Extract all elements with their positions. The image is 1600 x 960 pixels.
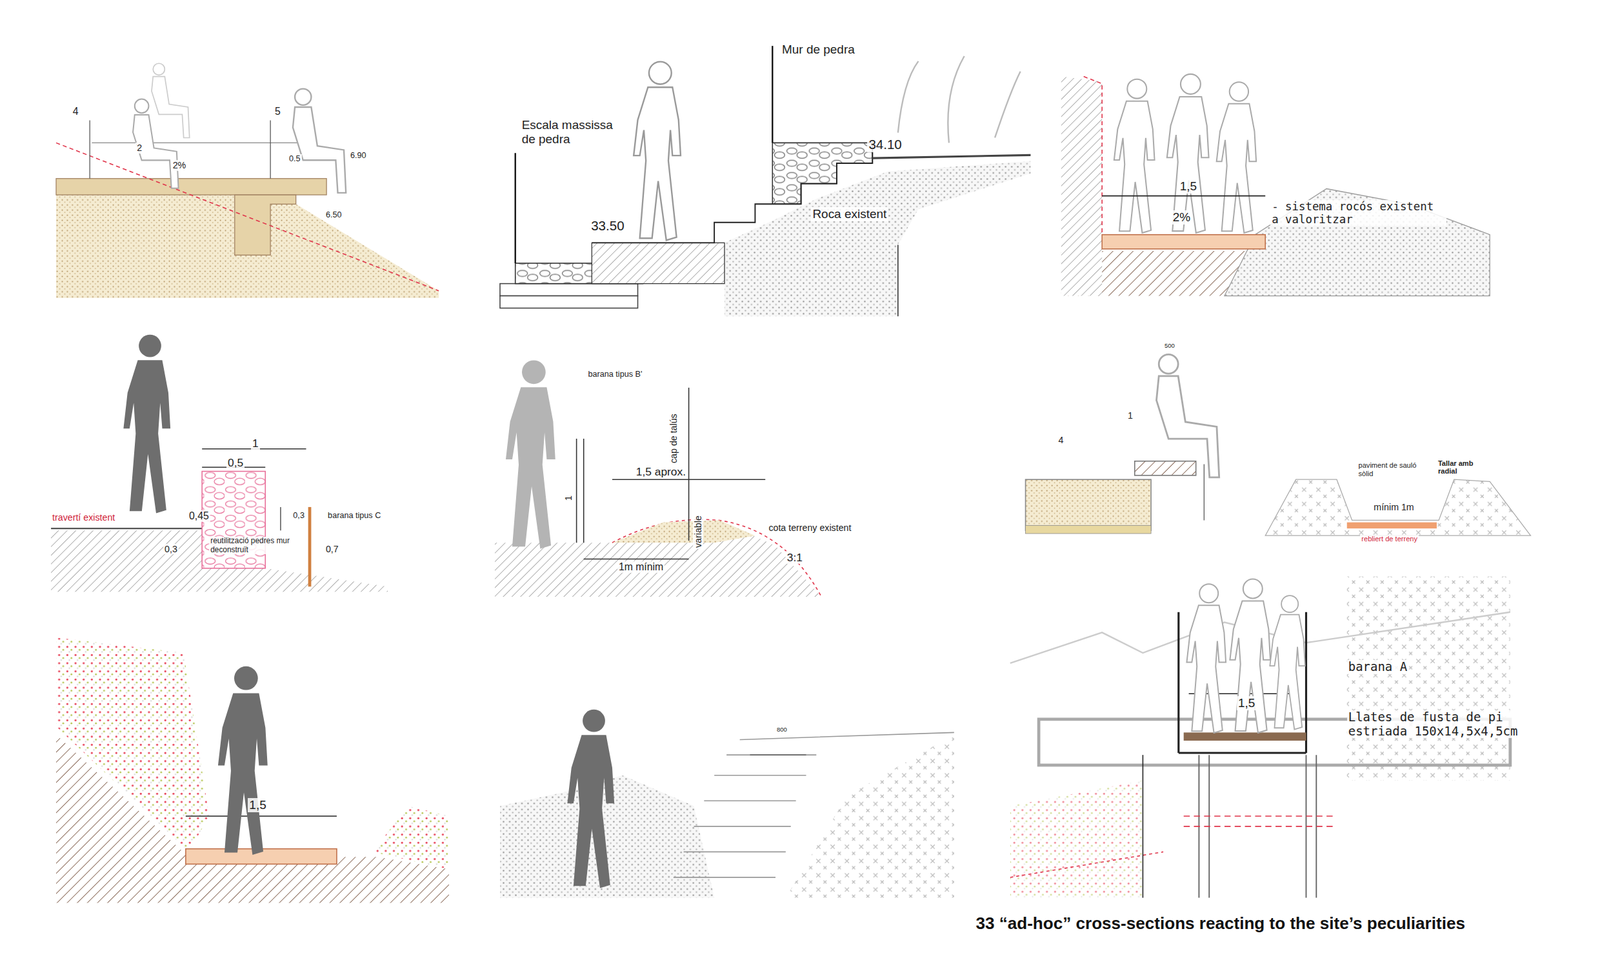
annotation-label: 2%	[1171, 210, 1192, 225]
figure-caption: 33 “ad-hoc” cross-sections reacting to t…	[974, 913, 1466, 933]
annotation-label: 4	[71, 105, 80, 118]
annotation-label: 1	[563, 494, 574, 502]
annotation-label: 2%	[171, 160, 188, 171]
annotation-label: 500	[1163, 342, 1177, 350]
annotation-label: 3:1	[785, 550, 804, 564]
annotation-label: Escala massissa de pedra	[520, 118, 631, 147]
annotation-label: reutilització pedres mur deconstruït	[209, 536, 306, 555]
annotation-label: 33.50	[589, 218, 626, 234]
annotation-label: 1m mínim	[617, 561, 665, 573]
annotation-label: cap de talús	[668, 412, 679, 465]
annotation-label: 800	[775, 726, 789, 734]
annotation-label: 2	[135, 142, 144, 153]
annotation-label: Roca existent	[810, 207, 888, 222]
annotation-label: Llates de fusta de pi estriada 150x14,5x…	[1347, 710, 1534, 739]
annotation-label: cota terreny existent	[767, 522, 853, 533]
annotation-label: 1	[1126, 410, 1135, 421]
annotation-label: 1,5	[1236, 696, 1257, 711]
annotation-label: 0,3	[163, 543, 179, 555]
annotation-label: paviment de sauló sòlid	[1357, 461, 1424, 478]
annotation-label: 5	[273, 105, 282, 118]
annotation-label: Mur de pedra	[780, 42, 857, 57]
annotation-label: 34.10	[867, 136, 903, 153]
annotation-label: 6.90	[349, 150, 368, 161]
annotation-label: 6.50	[324, 210, 344, 220]
annotation-label: 1,5	[247, 798, 268, 813]
annotation-label: - sistema rocós existent a valoritzar	[1270, 200, 1447, 226]
annotation-label: barana A	[1347, 660, 1409, 675]
annotation-label: travertí existent	[50, 512, 117, 523]
annotation-label: 1,5	[1178, 179, 1199, 194]
annotation-label: 1	[250, 436, 260, 450]
annotation-label: Tallar amb radial	[1436, 459, 1493, 476]
annotation-label: rebliert de terreny	[1360, 534, 1419, 544]
annotation-label: 0.5	[287, 154, 302, 164]
annotation-label: variable	[692, 514, 704, 550]
annotation-label: barana tipus B'	[586, 369, 644, 380]
annotation-label: mínim 1m	[1372, 501, 1415, 513]
annotation-label: 0,7	[324, 543, 340, 555]
annotation-label: 1,5 aprox.	[634, 465, 688, 479]
annotation-label: 0,3	[291, 510, 306, 521]
annotation-label: 0,5	[226, 456, 245, 470]
annotation-label: barana tipus C	[326, 510, 382, 521]
annotation-label: 4	[1057, 434, 1066, 446]
annotation-label: 0,45	[187, 510, 211, 522]
